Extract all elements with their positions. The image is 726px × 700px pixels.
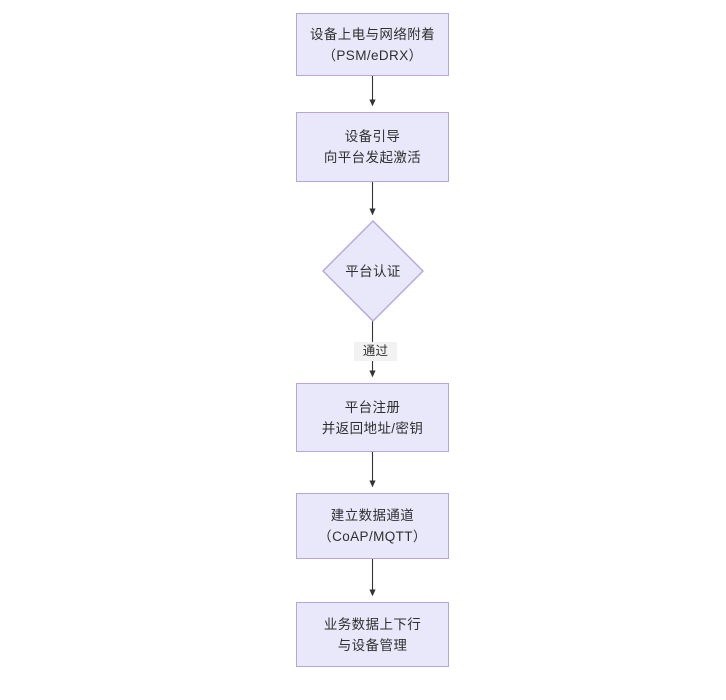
node-power-on-line-2: （PSM/eDRX）: [322, 47, 423, 63]
node-data-channel[interactable]: 建立数据通道 （CoAP/MQTT）: [296, 493, 449, 559]
node-business-data[interactable]: 业务数据上下行 与设备管理: [296, 602, 449, 667]
node-data-channel-line-2: （CoAP/MQTT）: [318, 529, 427, 544]
node-platform-register-line-1: 平台注册: [344, 399, 401, 415]
node-platform-auth[interactable]: 平台认证: [323, 221, 423, 321]
node-data-channel-line-1: 建立数据通道: [330, 508, 415, 523]
node-platform-auth-label: 平台认证: [345, 263, 401, 279]
node-bootstrap-line-2: 向平台发起激活: [323, 150, 422, 165]
node-power-on-line-1: 设备上电与网络附着: [309, 26, 436, 42]
decision-shape-platform-auth[interactable]: [322, 220, 424, 322]
node-platform-register-line-2: 并返回地址/密钥: [321, 420, 424, 436]
node-bootstrap-line-1: 设备引导: [344, 129, 401, 144]
node-business-data-line-1: 业务数据上下行: [323, 616, 422, 632]
edge-label-pass: 通过: [354, 342, 397, 361]
node-power-on[interactable]: 设备上电与网络附着 （PSM/eDRX）: [296, 13, 449, 76]
node-bootstrap[interactable]: 设备引导 向平台发起激活: [296, 112, 449, 182]
node-platform-register[interactable]: 平台注册 并返回地址/密钥: [296, 383, 449, 452]
node-business-data-line-2: 与设备管理: [337, 637, 408, 653]
